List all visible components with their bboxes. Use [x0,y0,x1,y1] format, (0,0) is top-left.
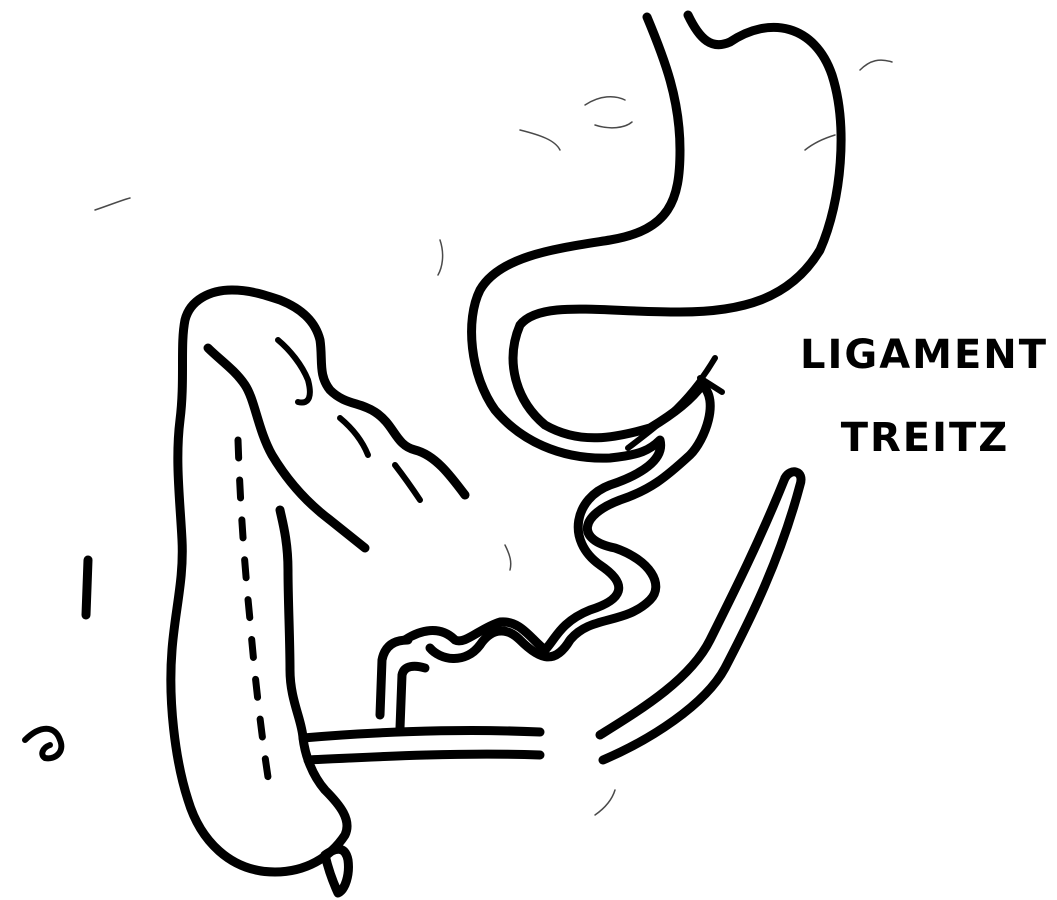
colon-taenia [238,440,270,790]
ileum-lower-wall [308,754,540,760]
speck-7 [805,135,835,150]
speck-8 [595,790,615,815]
colon-inner-fold [208,348,365,548]
colon-top-edge [232,290,465,495]
colon-haustra-3 [395,465,420,500]
speck-5 [438,240,443,275]
speck-2 [585,97,625,105]
stomach-outer-wall [430,15,841,659]
speck-1 [520,130,560,150]
colon-haustra-2 [340,418,368,455]
speck-3 [595,122,632,128]
ligament-label-line-2: TREITZ [800,418,1050,458]
speck-6 [860,60,892,70]
ileum-upper-wall [303,731,540,738]
speck-9 [505,545,511,570]
colon-haustra-1 [278,340,310,403]
stray-mark-squiggle [25,729,61,759]
jejunum-limb-right [400,666,425,728]
stray-mark-left [86,560,88,615]
appendix-tip [325,849,348,893]
speck-4 [95,198,130,210]
ligament-label-line-1: LIGAMENT OF [800,335,1050,375]
